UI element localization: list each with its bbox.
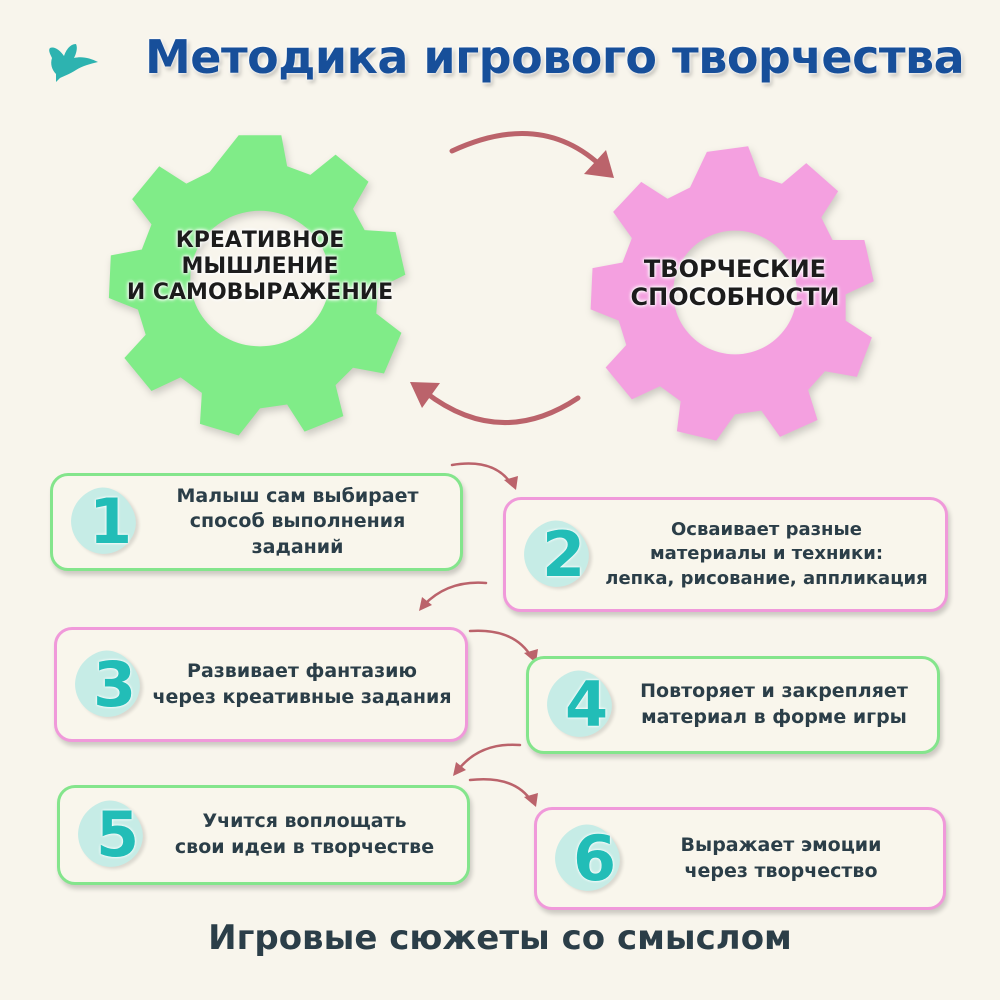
step-text-line: Учится воплощать — [202, 810, 407, 833]
step-text: Выражает эмоции через творчество — [631, 833, 943, 884]
step-card-5: 5 Учится воплощать свои идеи в творчеств… — [57, 785, 470, 885]
step-number-badge: 5 — [68, 792, 154, 876]
step-text-line: Повторяет и закрепляет — [640, 680, 908, 703]
step-text-line: через творчество — [684, 859, 878, 882]
step-number-badge: 1 — [61, 479, 147, 563]
step-number-badge: 2 — [514, 511, 600, 596]
step-text-line: Развивает фантазию — [187, 659, 417, 682]
gear-label-creative-thinking: Креативное мышление и самовыражение — [110, 228, 410, 306]
arrow-to-creative-icon — [422, 389, 581, 425]
gear-label-creative-abilities: Творческие способности — [590, 255, 880, 312]
gear-label-line: способности — [630, 283, 840, 312]
step-text-line: лепка, рисование, аппликация — [605, 567, 928, 589]
step-text: Развивает фантазию через креативные зада… — [151, 659, 465, 710]
step-number: 5 — [96, 798, 140, 871]
step-text-line: Малыш сам выбирает — [176, 484, 419, 507]
step-text-line: через креативные задания — [152, 685, 452, 708]
step-number-badge: 6 — [545, 815, 631, 900]
cycle-arrows — [410, 131, 614, 425]
gear-label-line: Творческие — [643, 255, 827, 283]
step-text-line: материалы и техники: — [649, 543, 884, 565]
footer-tagline: Игровые сюжеты со смыслом — [208, 918, 792, 958]
step-card-2: 2 Осваивает разные материалы и техники: … — [503, 497, 948, 612]
step-text: Учится воплощать свои идеи в творчестве — [154, 809, 467, 860]
gear-creative-abilities — [590, 146, 874, 441]
step-text-line: способ выполнения заданий — [189, 510, 406, 558]
step-number: 6 — [573, 821, 617, 895]
step-text: Повторяет и закрепляет материал в форме … — [623, 679, 937, 730]
step-card-6: 6 Выражает эмоции через творчество — [534, 807, 946, 910]
step-text-line: Выражает эмоции — [680, 833, 882, 856]
gear-label-line: Креативное — [175, 228, 345, 253]
step-number: 1 — [89, 485, 133, 558]
step-card-1: 1 Малыш сам выбирает способ выполнения з… — [50, 473, 463, 571]
step-arrows — [419, 462, 538, 807]
gear-label-line: и самовыражение — [126, 279, 394, 305]
step-number: 2 — [542, 517, 586, 591]
step-text: Малыш сам выбирает способ выполнения зад… — [147, 484, 460, 561]
bird-icon — [49, 44, 98, 82]
step-number-badge: 3 — [65, 641, 151, 726]
step-number: 3 — [93, 647, 137, 721]
gear-creative-thinking — [108, 135, 406, 436]
step-text-line: Осваивает разные — [671, 519, 862, 541]
step-card-4: 4 Повторяет и закрепляет материал в форм… — [526, 656, 940, 754]
page-title: Методика игрового творчества — [145, 30, 965, 84]
step-text: Осваивает разные материалы и техники: ле… — [600, 518, 945, 591]
gear-label-line: мышление — [181, 253, 339, 279]
step-text-line: свои идеи в творчестве — [174, 836, 435, 858]
arrow-to-abilities-icon — [449, 131, 603, 168]
step-number-badge: 4 — [537, 662, 623, 746]
step-number: 4 — [565, 668, 609, 741]
step-card-3: 3 Развивает фантазию через креативные за… — [54, 627, 468, 742]
step-text-line: материал в форме игры — [641, 706, 907, 728]
